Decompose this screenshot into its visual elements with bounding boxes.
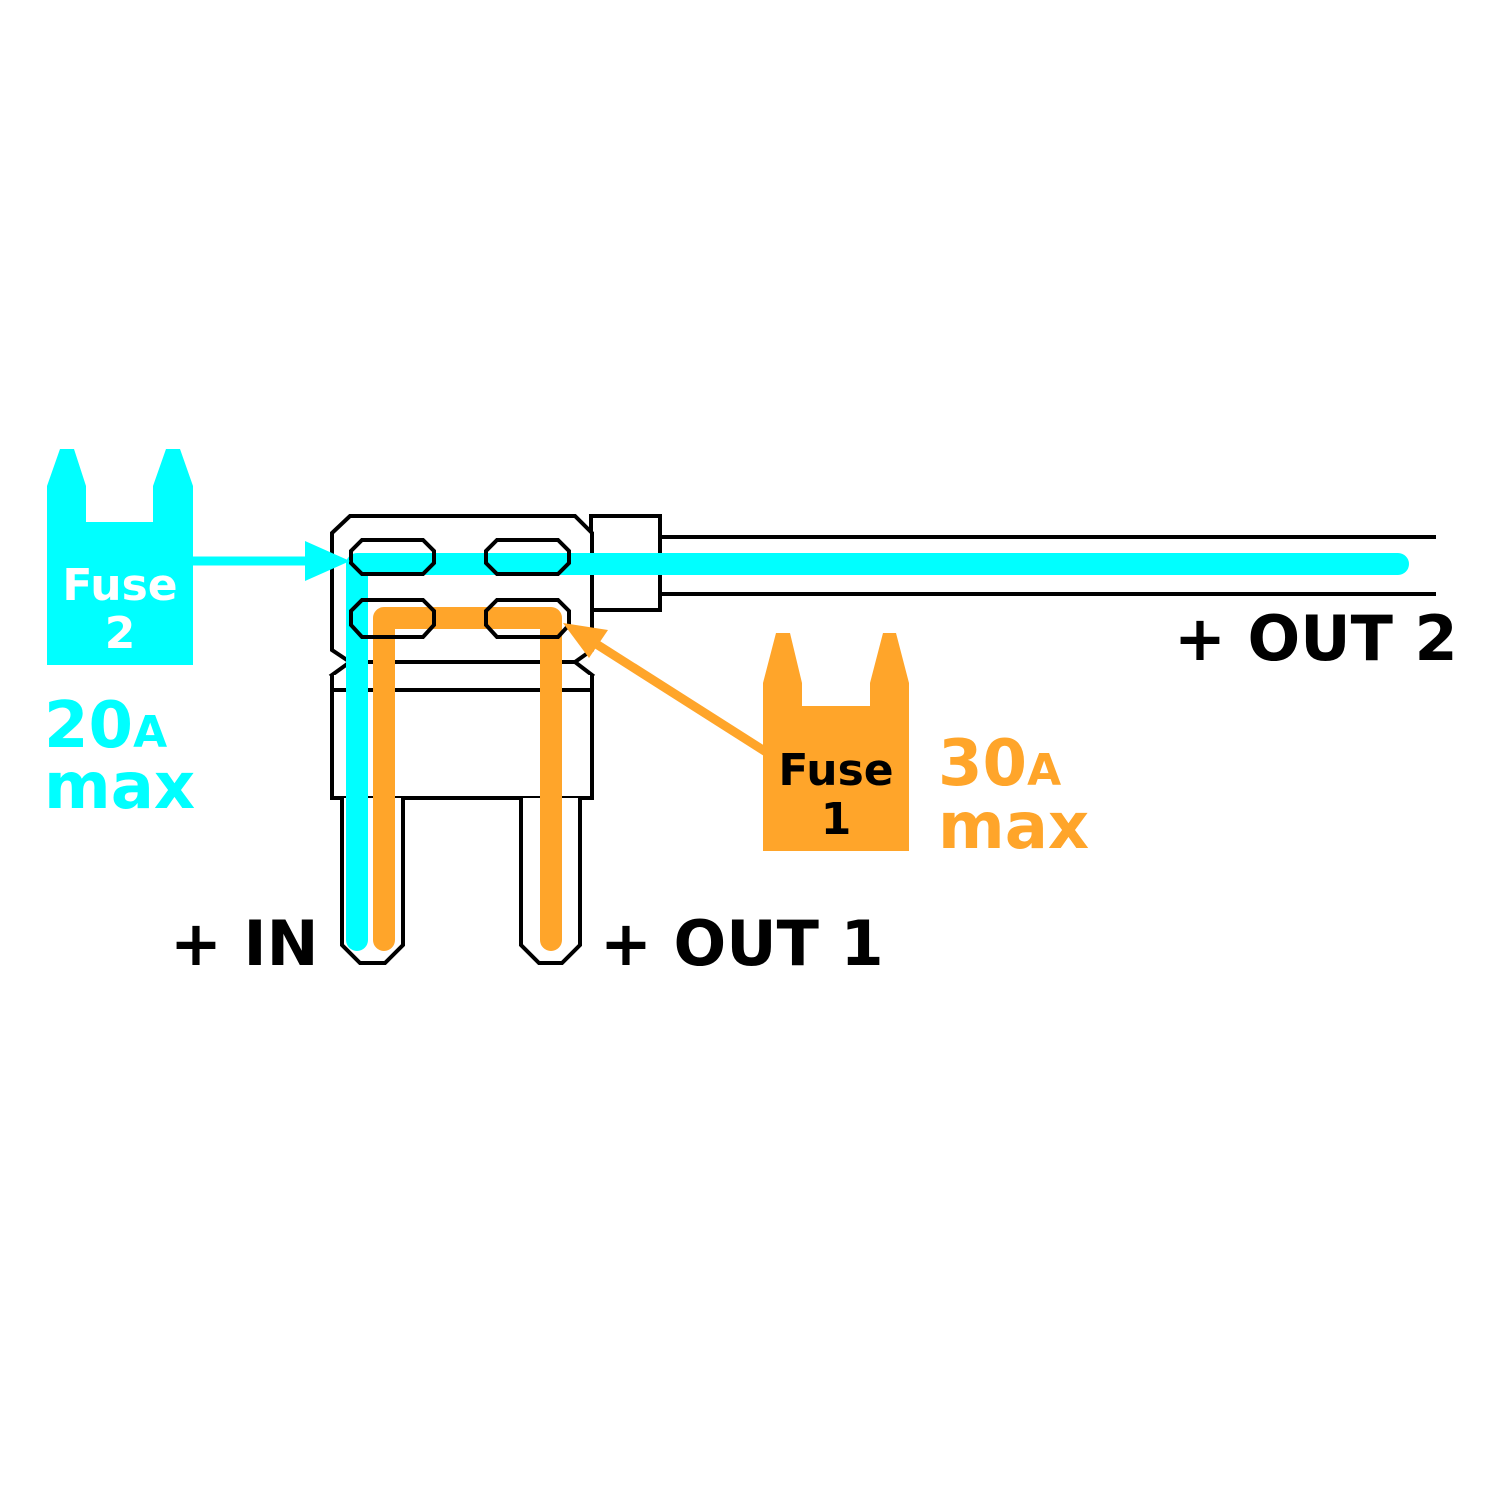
fuse1-arrow-head [563,623,608,658]
fuse2-name-line1: Fuse [62,560,177,611]
fuse1-name-line2: 1 [821,794,852,845]
fuse2-arrow [193,541,350,581]
fuse1-name-line1: Fuse [778,745,893,796]
fuse2-rating: 20A max [44,689,195,824]
fuse2-current-path [346,553,1409,951]
label-out2: + OUT 2 [1174,602,1458,675]
fuse1-rating: 30A max [938,727,1089,864]
fuse1-arrow [563,623,769,756]
fuse1-icon: Fuse 1 [763,633,909,851]
label-out1: + OUT 1 [600,907,884,980]
fuse1-rating-value: 30 [938,727,1027,801]
fuse2-icon: Fuse 2 [47,449,193,665]
slot-top-left [349,538,436,576]
fuse2-body [47,449,193,665]
fuse1-arrow-shaft [587,636,769,756]
fuse2-name-line2: 2 [105,608,136,659]
slot-top-right [484,538,571,576]
fuse1-rating-unit: A [1027,745,1061,796]
slot-bottom-left [349,598,436,639]
fuse1-current-path [373,607,562,951]
fuse-slots [349,538,571,639]
holder-lower-body [330,675,594,800]
fuse1-body [763,633,909,851]
fuse2-arrow-head [305,541,350,581]
fuse1-path-in-to-out1 [373,607,562,951]
fuse2-rating-max: max [44,750,195,824]
fuse1-rating-line1: 30A [938,727,1061,801]
fuse2-rating-unit: A [133,707,167,758]
fuse1-rating-max: max [938,790,1089,864]
fuse2-rating-line1: 20A [44,689,167,763]
fuse2-rating-value: 20 [44,689,133,763]
label-in: + IN [170,907,319,980]
fuse2-path-in-to-out2 [346,553,1409,951]
slot-bottom-right [484,598,571,639]
